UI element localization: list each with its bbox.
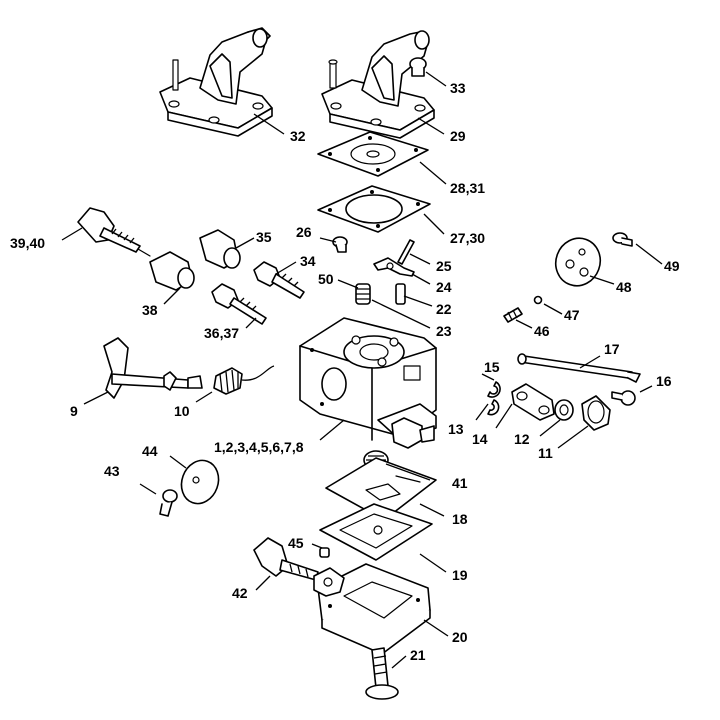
part-13-circlip — [487, 399, 500, 416]
part-19-gasket — [319, 503, 433, 561]
callout-15: 16 — [656, 373, 672, 389]
callout-32: 32 — [290, 128, 306, 144]
part-11-cap — [581, 395, 611, 431]
callout-48: 48 — [616, 279, 632, 295]
part-42-screw — [253, 537, 319, 581]
part-15-screw — [611, 390, 636, 406]
callout-33: 33 — [450, 80, 466, 96]
part-12-washer — [554, 399, 574, 421]
callout-25: 25 — [436, 258, 452, 274]
callout-18: 18 — [452, 511, 468, 527]
part-35-limiter-cap — [199, 229, 241, 269]
part-25-pin — [397, 239, 415, 265]
callout-27-30: 27,30 — [450, 230, 485, 246]
callout-42: 42 — [232, 585, 248, 601]
callout-22: 22 — [436, 301, 452, 317]
callout-29: 29 — [450, 128, 466, 144]
part-27-30-gasket — [317, 185, 431, 233]
callout-16: 15 — [484, 359, 500, 375]
part-26-screw — [332, 236, 348, 253]
part-36-37-adjusting-screw — [211, 283, 267, 325]
callout-24: 24 — [436, 279, 452, 295]
part-29-flange-cover — [321, 30, 435, 139]
part-22-needle — [395, 283, 406, 305]
part-48-cover — [554, 237, 602, 287]
callout-39-40: 39,40 — [10, 235, 45, 251]
part-16-circlip — [487, 381, 501, 398]
carburetor-body — [299, 317, 437, 449]
part-45-valve — [319, 547, 330, 558]
callout-23: 23 — [436, 323, 452, 339]
callout-11: 11 — [538, 445, 553, 461]
leader-lines — [61, 71, 663, 669]
callout-14: 14 — [472, 431, 488, 447]
callout-19: 19 — [452, 567, 468, 583]
part-33-screw — [409, 57, 427, 77]
callout-36-37: 36,37 — [204, 325, 239, 341]
part-47-ball — [533, 295, 543, 305]
part-28-31-diaphragm — [317, 131, 429, 177]
part-44-cover — [180, 459, 220, 505]
callout-47: 47 — [564, 307, 580, 323]
callout-20: 20 — [452, 629, 468, 645]
part-14-lever — [511, 383, 555, 421]
callout-28-31: 28,31 — [450, 180, 485, 196]
callout-46: 46 — [534, 323, 550, 339]
callout-1-8: 1,2,3,4,5,6,7,8 — [214, 439, 304, 455]
part-50-spring — [355, 283, 371, 305]
part-39-40-screw — [77, 207, 151, 257]
callout-50: 50 — [318, 271, 334, 287]
part-17-shaft — [517, 353, 641, 383]
callout-26: 26 — [296, 224, 312, 240]
callout-41: 41 — [452, 475, 468, 491]
part-32-flange-cover — [159, 27, 273, 137]
part-10-spring — [213, 365, 275, 395]
callout-38: 38 — [142, 302, 158, 318]
callout-labels: 32 33 29 28,31 27,30 26 25 24 22 23 50 3… — [10, 80, 680, 663]
callout-34: 34 — [300, 253, 316, 269]
part-9-lever-shaft — [103, 337, 203, 399]
part-38-limiter-cap — [149, 251, 195, 291]
part-49-screw — [612, 232, 633, 247]
part-34-adjusting-screw — [253, 261, 305, 299]
part-43-screw — [159, 489, 178, 517]
callout-35: 35 — [256, 229, 272, 245]
part-46-spring — [503, 307, 523, 323]
callout-21: 21 — [410, 647, 426, 663]
callout-17: 17 — [604, 341, 620, 357]
callout-9: 9 — [70, 403, 78, 419]
callout-13: 13 — [448, 421, 464, 437]
callout-49: 49 — [664, 258, 680, 274]
callout-43: 43 — [104, 463, 120, 479]
callout-45: 45 — [288, 535, 304, 551]
part-21-screw — [365, 647, 399, 700]
part-24-lever — [373, 257, 415, 277]
callout-44: 44 — [142, 443, 158, 459]
callout-12: 12 — [514, 431, 530, 447]
part-20-pump-housing — [313, 563, 431, 655]
callout-10: 10 — [174, 403, 190, 419]
